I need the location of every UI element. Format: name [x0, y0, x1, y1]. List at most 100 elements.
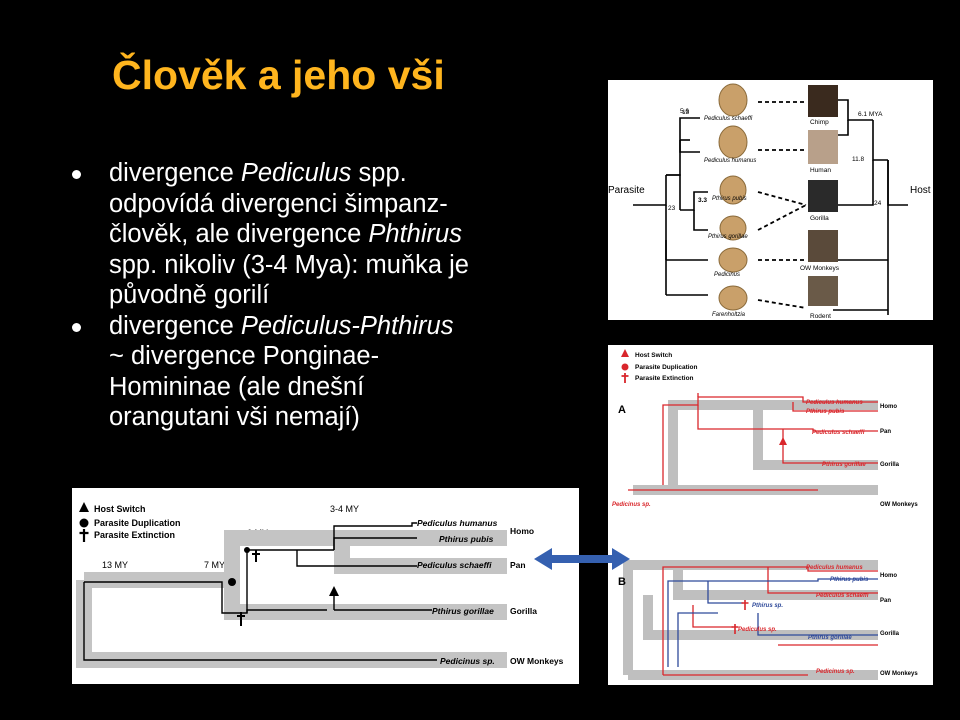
bullet-item-1: divergence Pediculus spp. odpovídá diver… [72, 158, 592, 311]
bullet2-text: ~ divergence Ponginae- [109, 342, 380, 370]
parasite-name: Pedicinus sp. [440, 656, 495, 666]
node-label: 13 [682, 109, 690, 116]
louse-image [718, 247, 748, 273]
legend: Host Switch Parasite Duplication Parasit… [621, 349, 698, 383]
chimp-image [808, 85, 838, 117]
host-switch-icon [79, 502, 89, 512]
legend: Host Switch Parasite Duplication Parasit… [79, 502, 181, 542]
host-tree [833, 99, 908, 315]
tree-c-figure: Host Switch Parasite Duplication Parasit… [72, 488, 579, 684]
tree-a-svg: Host Switch Parasite Duplication Parasit… [618, 349, 900, 485]
parasite-name: Pthirus pubis [830, 577, 869, 583]
bullet1-text: původně gorilí [109, 281, 270, 309]
parasite-tree-red [628, 489, 878, 676]
legend-label: Host Switch [635, 352, 672, 359]
host-name: Gorilla [810, 215, 829, 222]
cophylogeny-svg: Parasite Host 13 23 3.3 5.6 6.1 MYA 11.8… [608, 83, 931, 320]
gorilla-image [808, 180, 838, 212]
bullet1-text: spp. [109, 250, 158, 279]
tree-c-svg: Host Switch Parasite Duplication Parasit… [76, 502, 564, 668]
extinction-icon [731, 624, 739, 634]
panel-label: A [618, 404, 626, 416]
association-lines [757, 101, 807, 309]
bullet-dot [72, 322, 81, 332]
parasite-name: Pthirus pubis [806, 409, 845, 415]
duplication-icon [621, 363, 629, 371]
parasite-name: Pediculus humanus [806, 565, 863, 571]
parasite-tree [83, 522, 437, 661]
parasite-name: Pediculus humanus [806, 400, 863, 406]
louse-image [718, 125, 748, 159]
rodent-image [808, 276, 838, 306]
bullet-list: divergence Pediculus spp. odpovídá diver… [72, 158, 592, 433]
human-image [808, 130, 838, 164]
host-name: Homo [880, 404, 897, 410]
parasite-name: Pedicinus [714, 272, 740, 278]
time-label: 13 MY [102, 560, 128, 570]
parasite-name: Pediculus schaeffi [704, 116, 753, 122]
host-name: Chimp [810, 119, 829, 126]
extinction-icon [252, 550, 260, 562]
host-switch-icon [329, 586, 339, 596]
bullet1-text: nikoliv (3-4 Mya): muňka je [157, 250, 469, 279]
node-label: 3.3 [698, 197, 707, 204]
legend-label: Parasite Duplication [94, 518, 181, 528]
parasite-tree-blue [667, 578, 878, 667]
duplication-icon [79, 518, 89, 528]
parasite-name: Pedicinus sp. [612, 502, 651, 508]
host-switch-icon [779, 437, 787, 445]
host-name: Homo [880, 573, 897, 579]
parasite-name: Pthirus pubis [712, 196, 747, 202]
host-name: Gorilla [510, 606, 537, 616]
parasite-name: Pthirus pubis [439, 534, 494, 544]
node-label: 6.1 MYA [858, 111, 883, 118]
parasite-name: Pedicinus sp. [816, 669, 855, 675]
louse-image [718, 83, 748, 117]
time-label: 7 MY [204, 560, 225, 570]
parasite-name: Pthirus sp. [752, 603, 783, 609]
legend-label: Parasite Extinction [94, 530, 175, 540]
parasite-name: Pediculus humanus [417, 518, 498, 528]
parasite-name: Farenholtzia [712, 312, 746, 318]
bullet2-text: Homininae (ale dnešní [109, 372, 365, 401]
parasite-name: Pediculus sp. [738, 627, 777, 633]
host-name: Rodent [810, 313, 831, 320]
parasite-label: Parasite [608, 185, 645, 196]
parasite-name: Pthirus gorillae [432, 606, 494, 616]
duplication-icon [244, 547, 250, 553]
bullet-dot [72, 170, 81, 179]
host-name: Homo [510, 526, 534, 536]
tree-b-svg: Pedicinus sp. OW Monkeys B Pediculus hum… [612, 485, 918, 680]
bullet2-italic: Pediculus-Phthirus [240, 311, 454, 340]
host-switch-icon [621, 349, 629, 357]
host-name: Pan [880, 429, 891, 435]
node-label: 11.8 [852, 156, 865, 163]
host-name: OW Monkeys [800, 265, 840, 272]
host-name: OW Monkeys [880, 502, 918, 508]
host-name: Human [810, 167, 831, 174]
parasite-name: Pediculus schaeffi [812, 430, 865, 436]
parasite-tree [633, 117, 708, 296]
slide-title: Člověk a jeho vši [112, 52, 445, 98]
legend-label: Parasite Duplication [635, 364, 698, 371]
tree-a-figure: Host Switch Parasite Duplication Parasit… [608, 345, 933, 485]
bullet1-text: spp. [351, 159, 407, 187]
tree-b-figure: Pedicinus sp. OW Monkeys B Pediculus hum… [608, 485, 933, 685]
extinction-icon [237, 612, 245, 626]
host-name: Gorilla [880, 462, 900, 468]
host-tree-outline [76, 530, 507, 668]
legend-label: Host Switch [94, 504, 146, 514]
time-label: 3-4 MY [330, 504, 359, 514]
bullet2-text: orangutani vši nemají) [109, 403, 360, 431]
bullet1-text: člověk, ale divergence [109, 220, 369, 248]
bullet2-text: divergence [109, 311, 241, 340]
node-label: 24 [874, 200, 882, 207]
bullet1-text: odpovídá divergenci šimpanz- [109, 189, 448, 218]
parasite-name: Pediculus schaeffi [816, 593, 869, 599]
bullet1-text: divergence [109, 159, 241, 187]
parasite-name: Pediculus humanus [704, 158, 756, 164]
louse-image [719, 175, 747, 205]
parasite-name: Pthirus gorillae [822, 462, 866, 468]
node-label: 5.6 [680, 108, 689, 115]
parasite-name: Pthirus gorillae [708, 234, 748, 240]
